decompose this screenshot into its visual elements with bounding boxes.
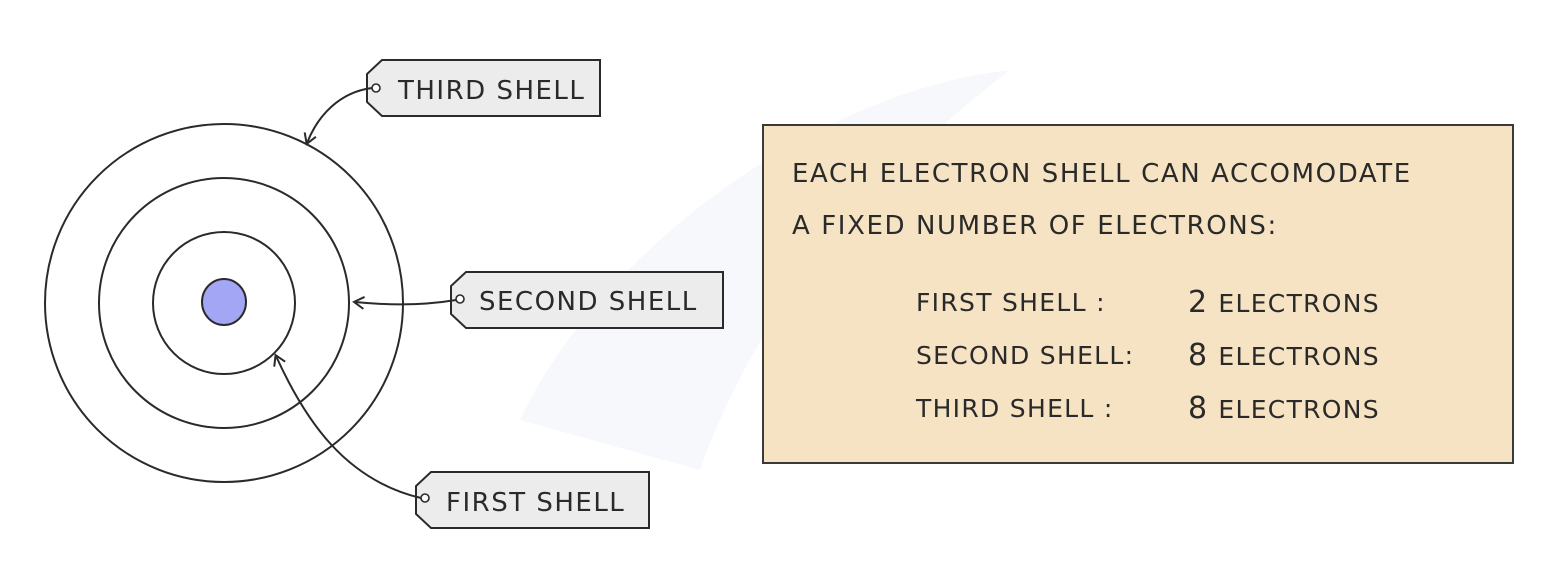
first-shell-capacity-row: FIRST SHELL : 2 ELECTRONS	[916, 276, 1484, 329]
electron-unit: ELECTRONS	[1218, 395, 1380, 424]
info-text-line-1: EACH ELECTRON SHELL CAN ACCOMODATE	[792, 159, 1412, 189]
third-shell-label: THIRD SHELL	[397, 76, 585, 106]
info-text-line-2: A FIXED NUMBER OF ELECTRONS:	[792, 211, 1278, 241]
electron-count: 8	[1188, 338, 1209, 373]
second-shell-capacity-row: SECOND SHELL: 8 ELECTRONS	[916, 329, 1484, 382]
second-shell-ring	[98, 177, 350, 429]
first-shell-label: FIRST SHELL	[446, 488, 625, 518]
second-shell-tag: SECOND SHELL	[450, 271, 724, 329]
second-shell-arrow	[352, 296, 457, 310]
shell-capacity: 8 ELECTRONS	[1188, 338, 1380, 373]
tag-hole	[420, 493, 430, 503]
first-shell-ring	[152, 231, 296, 375]
shell-name: THIRD SHELL :	[916, 394, 1114, 423]
electron-unit: ELECTRONS	[1218, 342, 1380, 371]
third-shell-arrow	[303, 87, 373, 146]
shell-name: FIRST SHELL :	[916, 288, 1106, 317]
shell-capacity: 8 ELECTRONS	[1188, 391, 1380, 426]
third-shell-capacity-row: THIRD SHELL : 8 ELECTRONS	[916, 382, 1484, 435]
third-shell-ring	[44, 123, 404, 483]
third-shell-tag: THIRD SHELL	[366, 59, 601, 117]
electron-unit: ELECTRONS	[1218, 289, 1380, 318]
shell-name: SECOND SHELL:	[916, 341, 1135, 370]
shell-capacity: 2 ELECTRONS	[1188, 285, 1380, 320]
first-shell-tag: FIRST SHELL	[415, 471, 650, 529]
electron-count: 2	[1188, 285, 1209, 320]
tag-hole	[455, 294, 465, 304]
first-shell-arrow	[273, 353, 422, 499]
electron-capacity-box: EACH ELECTRON SHELL CAN ACCOMODATE A FIX…	[762, 124, 1514, 464]
electron-count: 8	[1188, 391, 1209, 426]
nucleus	[201, 278, 247, 326]
tag-hole	[371, 83, 381, 93]
second-shell-label: SECOND SHELL	[479, 287, 698, 317]
